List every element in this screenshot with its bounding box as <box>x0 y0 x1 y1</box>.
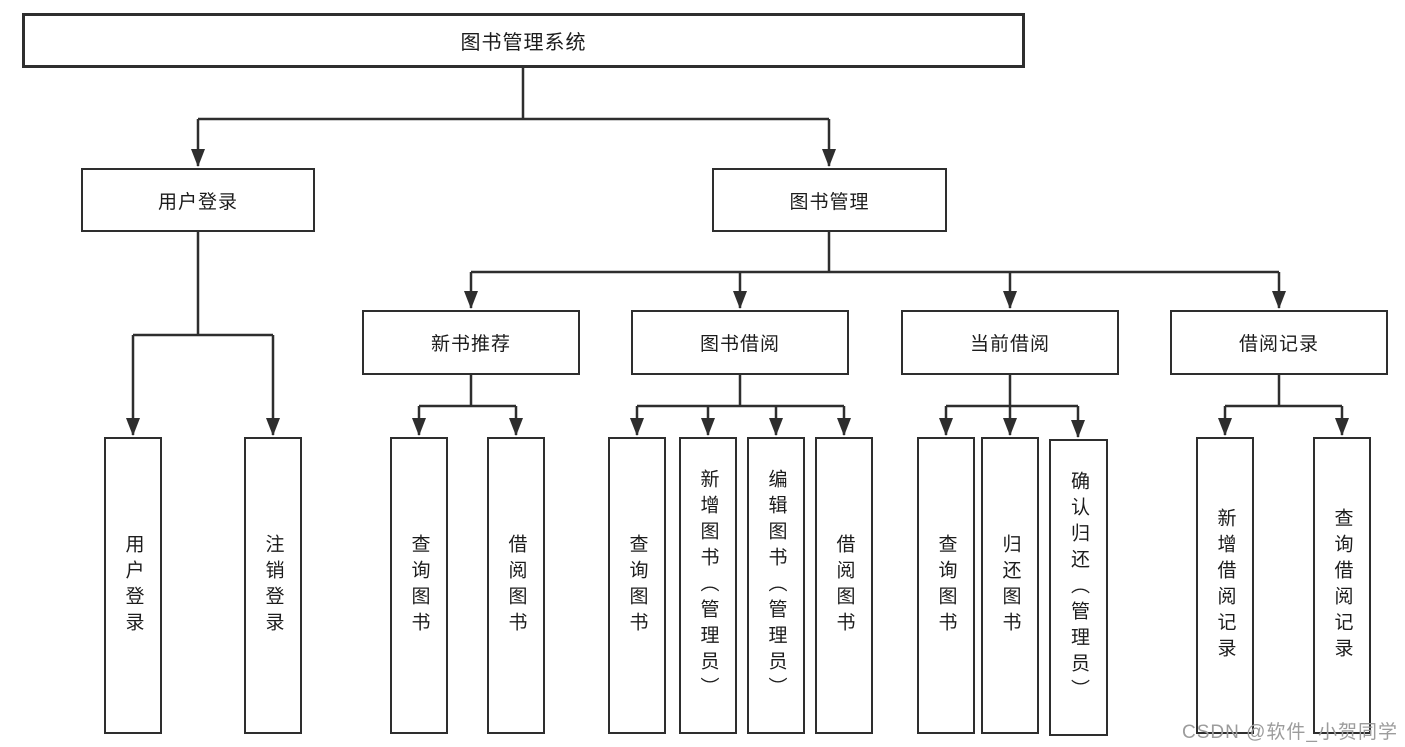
leaf-recommend-borrow-books: 借阅图书 <box>487 437 545 734</box>
node-book-management: 图书管理 <box>712 168 947 232</box>
node-new-book-recommend: 新书推荐 <box>362 310 580 375</box>
leaf-borrow-edit-books-admin: 编辑图书（管理员） <box>747 437 805 734</box>
leaf-borrow-add-books-admin: 新增图书（管理员） <box>679 437 737 734</box>
leaf-user-login: 用户登录 <box>104 437 162 734</box>
leaf-current-return-books: 归还图书 <box>981 437 1039 734</box>
node-user-login: 用户登录 <box>81 168 315 232</box>
node-borrow-records: 借阅记录 <box>1170 310 1388 375</box>
watermark: CSDN @软件_小贺同学 <box>1182 722 1398 743</box>
leaf-logout-login: 注销登录 <box>244 437 302 734</box>
leaf-current-confirm-return-admin: 确认归还（管理员） <box>1049 439 1108 736</box>
leaf-borrow-query-books: 查询图书 <box>608 437 666 734</box>
leaf-current-query-books: 查询图书 <box>917 437 975 734</box>
leaf-recommend-query-books: 查询图书 <box>390 437 448 734</box>
node-current-borrow: 当前借阅 <box>901 310 1119 375</box>
node-book-borrow: 图书借阅 <box>631 310 849 375</box>
leaf-records-query-borrow-record: 查询借阅记录 <box>1313 437 1371 734</box>
node-library-management-system: 图书管理系统 <box>22 13 1025 68</box>
leaf-borrow-borrow-books: 借阅图书 <box>815 437 873 734</box>
leaf-records-add-borrow-record: 新增借阅记录 <box>1196 437 1254 734</box>
